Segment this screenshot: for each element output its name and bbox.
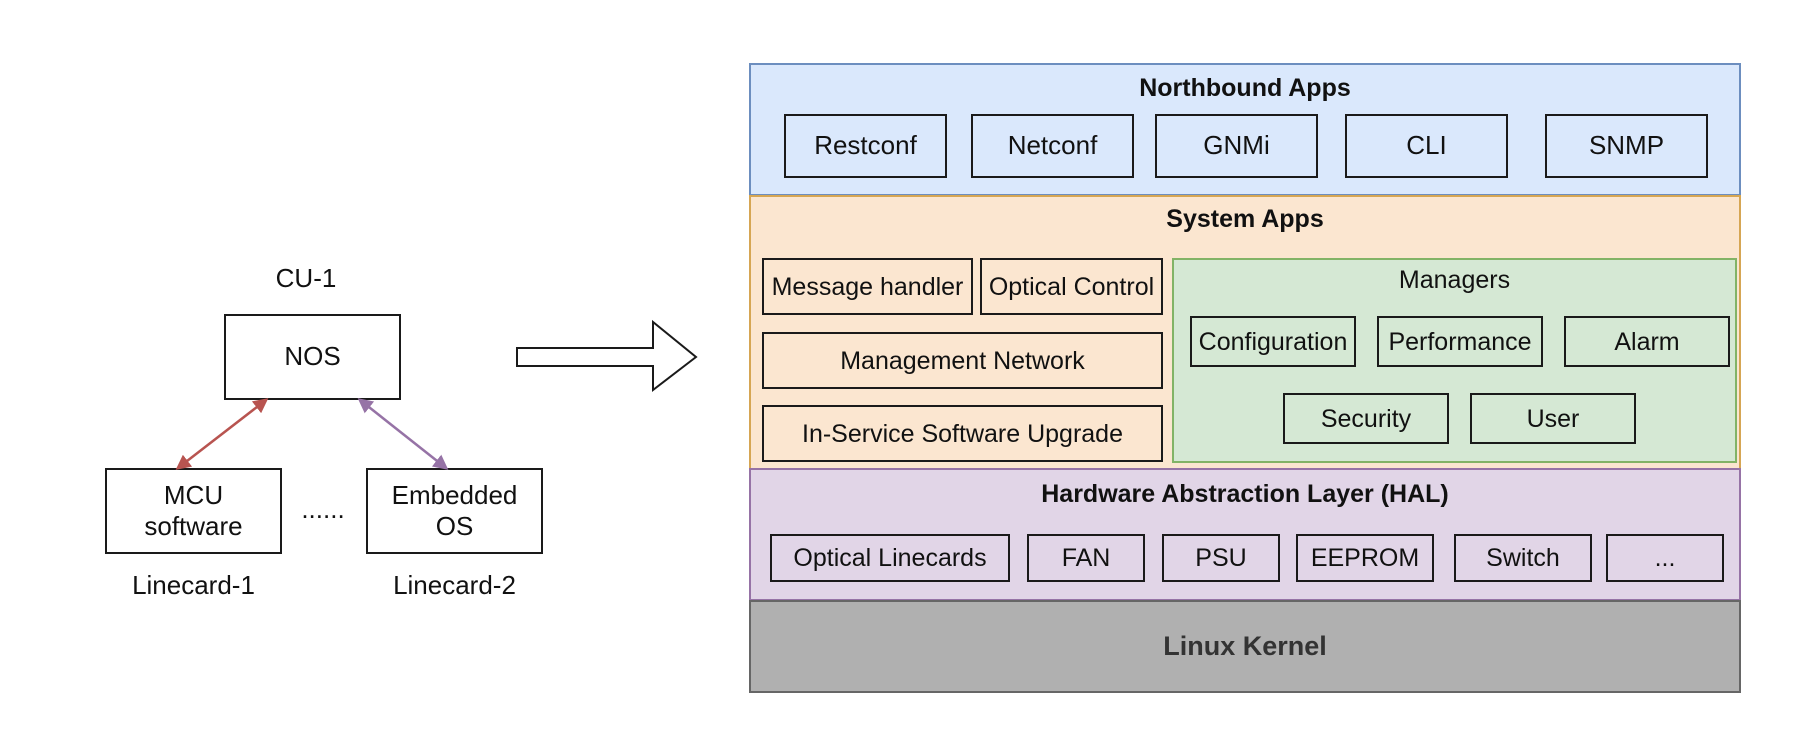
- management-network-label: Management Network: [840, 346, 1085, 375]
- nos-label: NOS: [284, 341, 341, 372]
- snmp-label: SNMP: [1588, 130, 1665, 161]
- northbound-apps-layer: Northbound Apps Restconf Netconf GNMi CL…: [749, 63, 1741, 196]
- managers-group: Managers Configuration Performance Alarm…: [1172, 258, 1737, 463]
- message-handler-label: Message handler: [771, 272, 964, 301]
- cu-label: CU-1: [275, 263, 337, 293]
- nos-box: NOS: [224, 314, 401, 400]
- nos-embedded-os-connector: [357, 398, 449, 470]
- issu-label: In-Service Software Upgrade: [802, 419, 1123, 448]
- management-network-box: Management Network: [762, 332, 1163, 389]
- psu-box: PSU: [1162, 534, 1280, 582]
- eeprom-box: EEPROM: [1296, 534, 1434, 582]
- user-label: User: [1526, 404, 1580, 433]
- psu-label: PSU: [1195, 544, 1247, 572]
- hal-more-box: ...: [1606, 534, 1724, 582]
- netconf-label: Netconf: [1007, 130, 1098, 161]
- alarm-label: Alarm: [1614, 327, 1680, 356]
- hal-title: Hardware Abstraction Layer (HAL): [1041, 480, 1449, 508]
- ellipsis-label: ......: [301, 494, 345, 524]
- gnmi-label: GNMi: [1203, 130, 1270, 161]
- system-apps-layer: System Apps Message handler Optical Cont…: [749, 195, 1741, 470]
- optical-linecards-label: Optical Linecards: [793, 544, 987, 572]
- switch-label: Switch: [1486, 544, 1560, 572]
- cli-label: CLI: [1406, 130, 1447, 161]
- netconf-box: Netconf: [971, 114, 1134, 178]
- fan-box: FAN: [1027, 534, 1145, 582]
- mcu-software-label: MCU software: [144, 479, 243, 541]
- linecard-2-label: Linecard-2: [393, 570, 516, 600]
- managers-title: Managers: [1398, 266, 1511, 294]
- linux-kernel-layer: Linux Kernel: [749, 600, 1741, 693]
- configuration-box: Configuration: [1190, 316, 1356, 367]
- northbound-apps-title: Northbound Apps: [1139, 74, 1351, 102]
- embedded-os-label: Embedded OS: [391, 479, 518, 541]
- restconf-label: Restconf: [814, 130, 917, 161]
- hal-layer: Hardware Abstraction Layer (HAL) Optical…: [749, 468, 1741, 601]
- alarm-box: Alarm: [1564, 316, 1730, 367]
- nos-mcu-connector: [175, 398, 269, 470]
- embedded-os-box: Embedded OS: [366, 468, 543, 554]
- hal-more-label: ...: [1654, 544, 1676, 572]
- fan-label: FAN: [1061, 544, 1111, 572]
- snmp-box: SNMP: [1545, 114, 1708, 178]
- optical-linecards-box: Optical Linecards: [770, 534, 1010, 582]
- eeprom-label: EEPROM: [1310, 544, 1420, 572]
- performance-box: Performance: [1377, 316, 1543, 367]
- optical-control-box: Optical Control: [980, 258, 1163, 315]
- security-box: Security: [1283, 393, 1449, 444]
- linux-kernel-title: Linux Kernel: [1163, 631, 1327, 661]
- user-box: User: [1470, 393, 1636, 444]
- message-handler-box: Message handler: [762, 258, 973, 315]
- linecard-1-label: Linecard-1: [132, 570, 255, 600]
- gnmi-box: GNMi: [1155, 114, 1318, 178]
- restconf-box: Restconf: [784, 114, 947, 178]
- configuration-label: Configuration: [1198, 327, 1348, 356]
- issu-box: In-Service Software Upgrade: [762, 405, 1163, 462]
- performance-label: Performance: [1388, 327, 1532, 356]
- system-apps-title: System Apps: [1166, 205, 1324, 233]
- transition-arrow-icon: [516, 319, 698, 393]
- switch-box: Switch: [1454, 534, 1592, 582]
- optical-control-label: Optical Control: [988, 272, 1155, 301]
- cli-box: CLI: [1345, 114, 1508, 178]
- security-label: Security: [1320, 404, 1412, 433]
